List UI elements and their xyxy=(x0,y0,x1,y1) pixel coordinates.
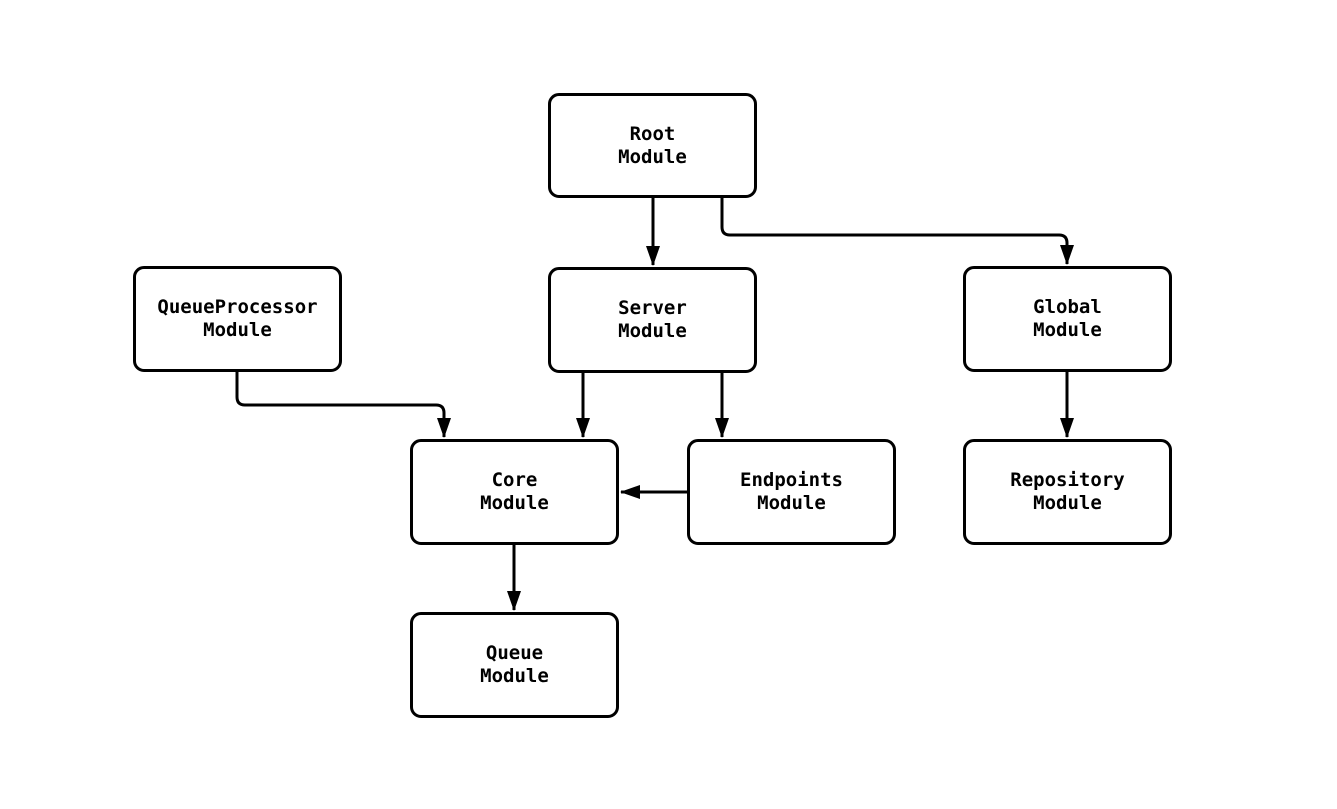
node-label-root: Root Module xyxy=(618,122,687,168)
node-label-queueprocessor: QueueProcessor Module xyxy=(157,296,318,341)
node-label-server: Server Module xyxy=(618,297,687,342)
node-label-global: Global Module xyxy=(1033,296,1102,341)
node-label-repository: Repository Module xyxy=(1010,469,1125,514)
node-endpoints: Endpoints Module xyxy=(687,439,896,545)
node-queueprocessor: QueueProcessor Module xyxy=(133,266,342,372)
edge-root-to-global xyxy=(720,198,1074,265)
node-core: Core Module xyxy=(410,439,619,545)
node-server: Server Module xyxy=(548,267,757,373)
node-label-core: Core Module xyxy=(480,469,549,514)
node-global: Global Module xyxy=(963,266,1172,372)
node-label-endpoints: Endpoints Module xyxy=(740,469,843,514)
edge-queueprocessor-to-core xyxy=(235,372,451,438)
node-root: Root Module xyxy=(548,93,757,198)
node-label-queue: Queue Module xyxy=(480,642,549,687)
node-repository: Repository Module xyxy=(963,439,1172,545)
node-queue: Queue Module xyxy=(410,612,619,718)
